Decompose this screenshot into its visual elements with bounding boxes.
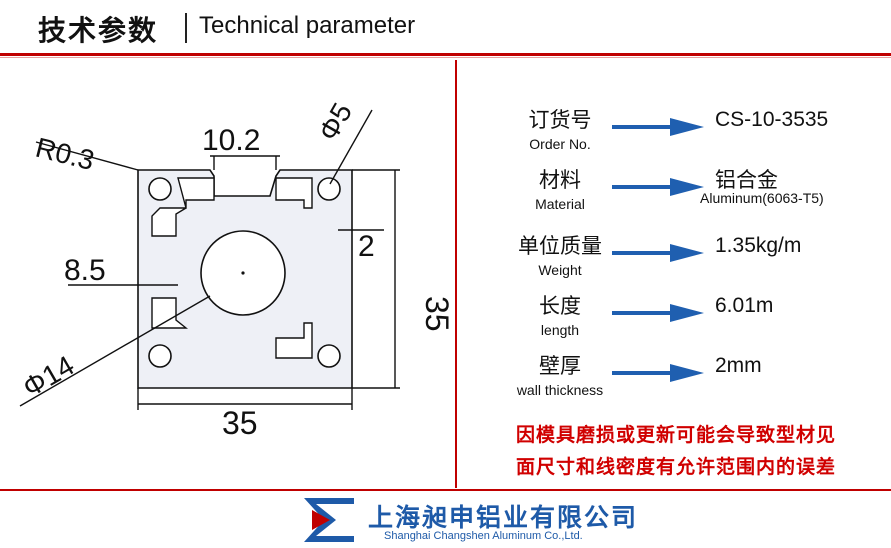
corner-hole-br xyxy=(317,344,341,368)
header-title-cn: 技术参数 xyxy=(38,14,159,47)
corner-hole-tl xyxy=(148,177,172,201)
param-label-en: Order No. xyxy=(529,136,591,152)
param-label-cn: 长度 xyxy=(539,294,581,318)
param-row-order-no: 订货号 Order No. CS-10-3535 xyxy=(460,104,890,164)
param-label-en: wall thickness xyxy=(516,382,604,398)
arrow-right-icon xyxy=(612,364,704,382)
corner-hole-bl xyxy=(148,344,172,368)
dim-hole-label: Φ5 xyxy=(312,98,358,146)
profile-drawing: R0.3 10.2 Φ5 2 8.5 35 35 Φ14 xyxy=(18,98,456,441)
company-name-cn: 上海昶申铝业有限公司 xyxy=(368,503,639,532)
param-label-cn: 壁厚 xyxy=(539,354,581,378)
param-value: CS-10-3535 xyxy=(715,108,829,131)
bottom-rule xyxy=(0,489,891,491)
company-logo xyxy=(304,498,354,542)
tolerance-note-line2: 面尺寸和线密度有允许范围内的误差 xyxy=(515,456,836,478)
center-point xyxy=(241,271,245,275)
dim-slot-depth-label: 8.5 xyxy=(64,254,106,287)
corner-hole-tr xyxy=(317,177,341,201)
tolerance-note-line1: 因模具磨损或更新可能会导致型材见 xyxy=(515,424,836,446)
param-row-material: 材料 Material 铝合金 Aluminum(6063-T5) xyxy=(460,164,890,224)
top-rule xyxy=(0,53,891,56)
dim-height-label: 35 xyxy=(419,296,455,332)
param-label-cn: 单位质量 xyxy=(518,234,602,258)
header-separator xyxy=(185,13,187,43)
dim-wall-label: 2 xyxy=(358,230,375,263)
param-value-sub: Aluminum(6063-T5) xyxy=(700,190,824,206)
dim-center-bore-label: Φ14 xyxy=(18,350,80,404)
corner-holes xyxy=(148,177,341,368)
profile-cavities xyxy=(151,177,313,359)
param-value: 1.35kg/m xyxy=(715,234,802,257)
arrow-right-icon xyxy=(612,118,704,136)
company-name-en: Shanghai Changshen Aluminum Co.,Ltd. xyxy=(384,530,583,542)
param-label-en: Material xyxy=(535,196,585,212)
top-rule-thin xyxy=(0,57,891,58)
arrow-right-icon xyxy=(612,244,704,262)
header-title-en: Technical parameter xyxy=(199,12,416,39)
dim-width-label: 35 xyxy=(222,405,258,441)
dimension-lines xyxy=(19,109,400,410)
arrow-right-icon xyxy=(612,304,704,322)
param-row-length: 长度 length 6.01m xyxy=(460,290,890,350)
param-label-en: Weight xyxy=(538,262,582,278)
param-value: 铝合金 xyxy=(715,169,778,192)
param-value: 2mm xyxy=(715,354,762,377)
param-label-cn: 材料 xyxy=(539,168,581,192)
dim-slot-width-label: 10.2 xyxy=(202,124,260,157)
param-label-cn: 订货号 xyxy=(528,108,592,132)
header: 技术参数 Technical parameter xyxy=(0,0,891,52)
dim-radius-label: R0.3 xyxy=(33,132,98,176)
param-label-en: length xyxy=(540,322,580,338)
arrow-right-icon xyxy=(612,178,704,196)
vertical-divider xyxy=(455,60,457,488)
param-value: 6.01m xyxy=(715,294,774,317)
param-row-wall-thickness: 壁厚 wall thickness 2mm xyxy=(460,350,890,410)
param-row-weight: 单位质量 Weight 1.35kg/m xyxy=(460,230,890,290)
